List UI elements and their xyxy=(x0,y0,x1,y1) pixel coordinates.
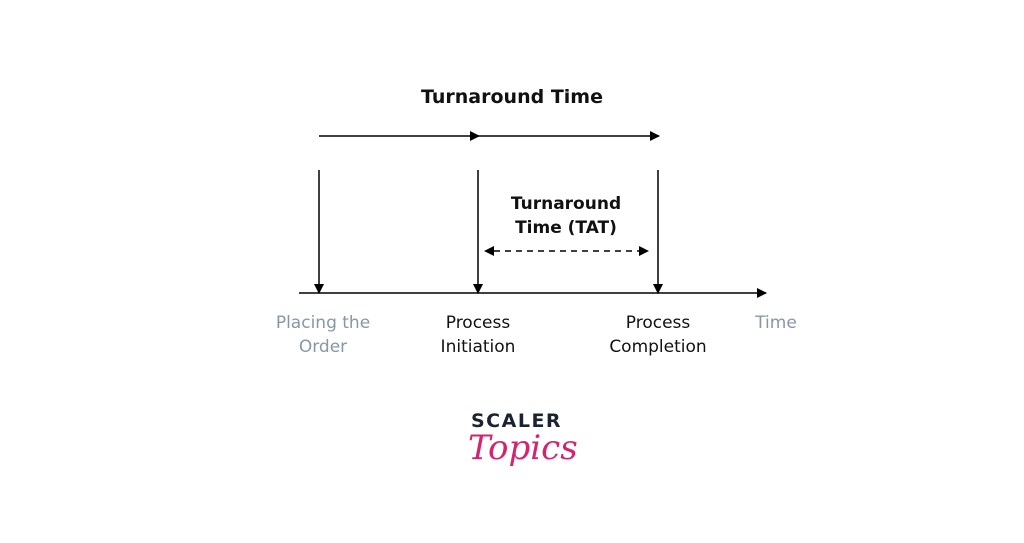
event-label-line2: Order xyxy=(298,337,348,357)
event-label-completion: Process Completion xyxy=(609,311,706,359)
diagram-title: Turnaround Time xyxy=(421,86,603,108)
event-label-initiation: Process Initiation xyxy=(441,311,516,359)
event-label-order: Placing the Order xyxy=(276,311,370,359)
event-label-line1: Placing the xyxy=(275,313,371,333)
tat-arrowhead-left xyxy=(484,246,494,256)
axis-label-time: Time xyxy=(755,313,797,333)
event-label-line2: Completion xyxy=(609,337,707,357)
tat-label-line2: Time (TAT) xyxy=(515,218,617,238)
logo-topics: Topics xyxy=(468,428,578,468)
tat-arrowhead-right xyxy=(639,246,649,256)
event-label-line1: Process xyxy=(445,313,511,333)
logo-scaler: SCALER xyxy=(471,410,563,432)
tat-label: Turnaround Time (TAT) xyxy=(511,192,621,240)
event-label-line2: Initiation xyxy=(440,337,516,357)
event-label-line1: Process xyxy=(625,313,691,333)
tat-label-line1: Turnaround xyxy=(510,194,622,214)
